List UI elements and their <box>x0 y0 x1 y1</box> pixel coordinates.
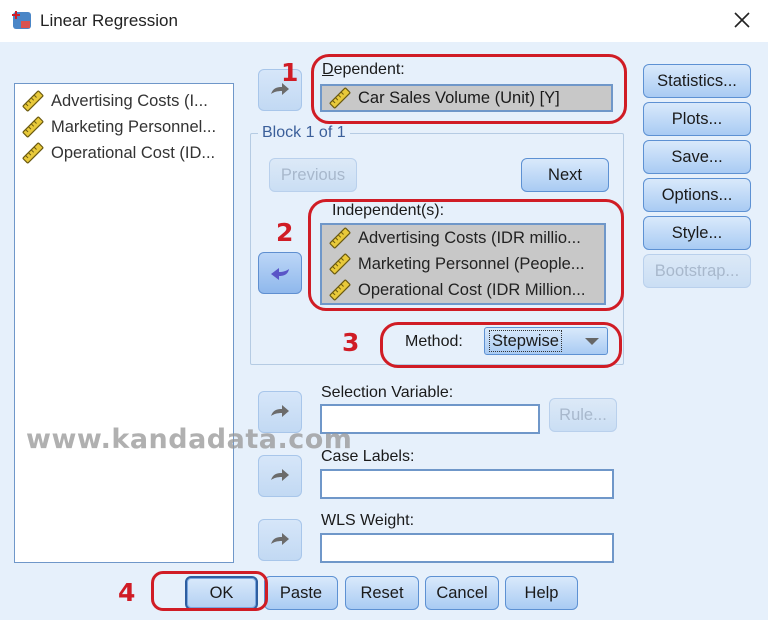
method-selected-value: Stepwise <box>489 330 562 352</box>
close-icon <box>734 12 750 28</box>
independent-item[interactable]: Advertising Costs (IDR millio... <box>322 225 604 251</box>
wls-weight-field[interactable] <box>320 533 614 563</box>
selection-variable-label: Selection Variable: <box>321 384 454 401</box>
case-labels-field[interactable] <box>320 469 614 499</box>
variable-label: Operational Cost (ID... <box>51 143 216 162</box>
variable-label: Operational Cost (IDR Million... <box>358 280 586 299</box>
scale-ruler-icon <box>328 278 352 302</box>
variable-label: Marketing Personnel... <box>51 117 217 136</box>
style-button[interactable]: Style... <box>643 216 751 250</box>
scale-ruler-icon <box>328 252 352 276</box>
spss-dialog-icon <box>12 11 31 29</box>
statistics-button[interactable]: Statistics... <box>643 64 751 98</box>
independent-item[interactable]: Operational Cost (IDR Million... <box>322 277 604 303</box>
close-button[interactable] <box>728 6 756 34</box>
method-dropdown[interactable]: Stepwise <box>484 327 608 355</box>
scale-ruler-icon <box>21 141 45 165</box>
window-title: Linear Regression <box>40 11 178 30</box>
options-button[interactable]: Options... <box>643 178 751 212</box>
dependent-label: Dependent: <box>322 61 405 78</box>
title-bar: Linear Regression <box>0 0 768 42</box>
source-variable-item[interactable]: Operational Cost (ID... <box>15 140 233 166</box>
selection-variable-field[interactable] <box>320 404 540 434</box>
ok-button[interactable]: OK <box>185 576 258 610</box>
move-to-selection-variable-button[interactable] <box>258 391 302 433</box>
block-legend: Block 1 of 1 <box>258 124 350 142</box>
method-label: Method: <box>405 333 463 350</box>
annotation-number-3: 3 <box>342 328 360 357</box>
independents-list[interactable]: Advertising Costs (IDR millio... Marketi… <box>320 223 606 305</box>
move-to-wls-weight-button[interactable] <box>258 519 302 561</box>
variable-label: Advertising Costs (IDR millio... <box>358 228 581 247</box>
independent-item[interactable]: Marketing Personnel (People... <box>322 251 604 277</box>
move-to-independents-button[interactable] <box>258 252 302 294</box>
reset-button[interactable]: Reset <box>345 576 419 610</box>
arrow-right-icon <box>268 400 292 424</box>
arrow-right-icon <box>268 464 292 488</box>
move-to-case-labels-button[interactable] <box>258 455 302 497</box>
plots-button[interactable]: Plots... <box>643 102 751 136</box>
paste-button[interactable]: Paste <box>264 576 338 610</box>
rule-button[interactable]: Rule... <box>549 398 617 432</box>
chevron-down-icon <box>585 338 599 345</box>
scale-ruler-icon <box>328 86 352 110</box>
next-button[interactable]: Next <box>521 158 609 192</box>
variable-label: Marketing Personnel (People... <box>358 254 585 273</box>
variable-label: Advertising Costs (I... <box>51 91 208 110</box>
move-to-dependent-button[interactable] <box>258 69 302 111</box>
annotation-number-4: 4 <box>118 578 136 607</box>
source-variable-list[interactable]: Advertising Costs (I... Marketing Person… <box>14 83 234 563</box>
scale-ruler-icon <box>21 115 45 139</box>
source-variable-item[interactable]: Marketing Personnel... <box>15 114 233 140</box>
scale-ruler-icon <box>328 226 352 250</box>
independents-label: Independent(s): <box>332 202 445 219</box>
help-button[interactable]: Help <box>505 576 578 610</box>
save-button[interactable]: Save... <box>643 140 751 174</box>
annotation-number-1: 1 <box>281 58 299 87</box>
scale-ruler-icon <box>21 89 45 113</box>
arrow-right-icon <box>268 528 292 552</box>
wls-weight-label: WLS Weight: <box>321 512 415 529</box>
source-variable-item[interactable]: Advertising Costs (I... <box>15 88 233 114</box>
dependent-value: Car Sales Volume (Unit) [Y] <box>358 88 560 107</box>
previous-button[interactable]: Previous <box>269 158 357 192</box>
bootstrap-button[interactable]: Bootstrap... <box>643 254 751 288</box>
cancel-button[interactable]: Cancel <box>425 576 499 610</box>
arrow-left-icon <box>268 261 292 285</box>
case-labels-label: Case Labels: <box>321 448 415 465</box>
dependent-field[interactable]: Car Sales Volume (Unit) [Y] <box>320 84 613 112</box>
annotation-number-2: 2 <box>276 218 294 247</box>
